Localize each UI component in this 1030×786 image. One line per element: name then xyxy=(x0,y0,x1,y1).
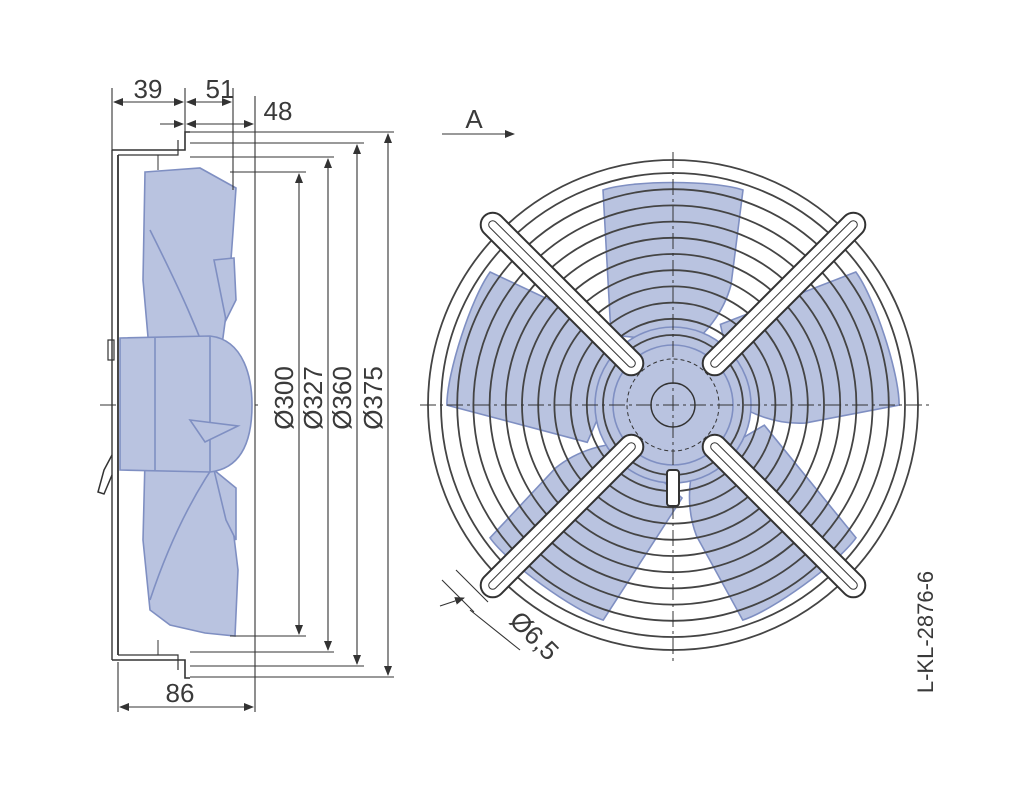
view-arrow-a: A xyxy=(442,104,515,138)
dim-86-label: 86 xyxy=(166,678,195,708)
front-view: Ø6,5 xyxy=(420,152,930,666)
dia-327-label: Ø327 xyxy=(298,366,328,430)
dia-375-label: Ø375 xyxy=(358,366,388,430)
side-view: 39 51 48 86 xyxy=(97,74,394,712)
dia-327: Ø327 xyxy=(298,158,332,651)
dia-300-label: Ø300 xyxy=(269,366,299,430)
dim-48: 48 xyxy=(160,96,292,712)
dim-48-label: 48 xyxy=(264,96,293,126)
strut-ne xyxy=(701,211,867,377)
dia-375: Ø375 xyxy=(358,133,392,676)
hole-label: Ø6,5 xyxy=(504,605,565,666)
dim-51: 51 xyxy=(186,74,235,190)
diameter-extension-lines xyxy=(190,131,394,678)
cable-slot xyxy=(666,469,680,507)
drawing-code: L-KL-2876-6 xyxy=(913,571,938,693)
dim-86: 86 xyxy=(117,662,254,712)
strut-nw xyxy=(479,211,645,377)
dia-360: Ø360 xyxy=(327,144,361,665)
strut-sw xyxy=(479,433,645,599)
dim-39-label: 39 xyxy=(134,74,163,104)
dim-51-label: 51 xyxy=(206,74,235,104)
strut-se xyxy=(701,433,867,599)
side-frame xyxy=(97,131,190,679)
guard-struts xyxy=(479,211,867,599)
side-motor-hub xyxy=(119,335,253,473)
dia-300: Ø300 xyxy=(269,173,303,635)
dia-360-label: Ø360 xyxy=(327,366,357,430)
dim-39: 39 xyxy=(111,74,186,150)
view-arrow-label: A xyxy=(465,104,483,134)
